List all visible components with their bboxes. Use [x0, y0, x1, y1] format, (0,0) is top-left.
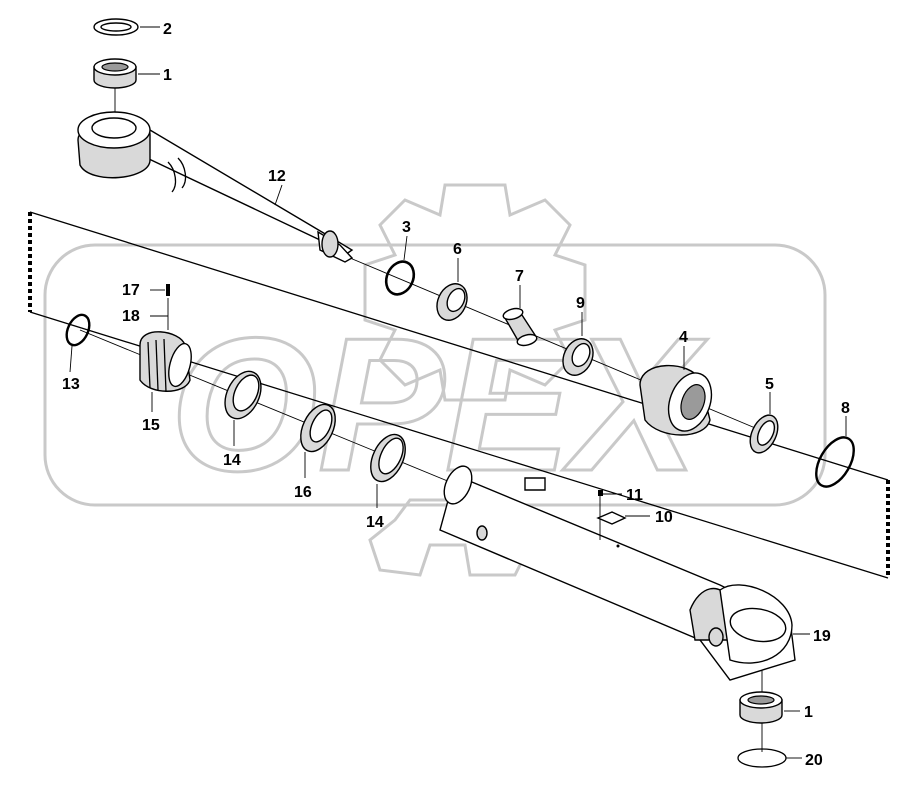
label-part-3: 3 [402, 219, 411, 236]
label-part-8: 8 [841, 400, 850, 417]
part-14-guide-ring-a [224, 370, 262, 446]
label-part-11: 11 [626, 487, 643, 504]
part-8-o-ring [815, 416, 855, 488]
label-part-2: 2 [163, 21, 172, 38]
label-part-1-top: 1 [163, 67, 172, 84]
label-part-7: 7 [515, 268, 524, 285]
part-17-18-fasteners [150, 284, 170, 330]
watermark-text: OPEX [170, 299, 708, 511]
part-10-11-fittings [596, 490, 650, 548]
label-part-17: 17 [122, 282, 140, 299]
part-14-guide-ring-b [370, 433, 406, 508]
part-4-guide-head [639, 346, 713, 436]
part-19-cylinder-barrel [439, 465, 810, 681]
label-part-16: 16 [294, 484, 312, 501]
part-6-seal [436, 258, 468, 321]
part-16-seal [300, 403, 336, 478]
part-12-piston-rod [77, 111, 354, 263]
part-2-seal-ring [93, 18, 160, 36]
label-part-13: 13 [62, 376, 80, 393]
label-part-10: 10 [655, 509, 673, 526]
label-part-20: 20 [805, 752, 823, 769]
part-20-retaining-ring [737, 748, 802, 768]
label-part-9: 9 [576, 295, 585, 312]
label-part-19: 19 [813, 628, 831, 645]
label-part-5: 5 [765, 376, 774, 393]
label-part-1-bottom: 1 [804, 704, 813, 721]
part-13-o-ring [65, 313, 91, 373]
label-part-14-a: 14 [223, 452, 241, 469]
label-part-14-b: 14 [366, 514, 384, 531]
label-part-15: 15 [142, 417, 160, 434]
upper-frame-line [29, 211, 889, 481]
watermark-gear [363, 183, 587, 402]
label-part-6: 6 [453, 241, 462, 258]
part-15-piston [139, 331, 192, 412]
label-part-12: 12 [268, 168, 286, 185]
label-part-18: 18 [122, 308, 140, 325]
part-5-seal-ring [749, 392, 779, 454]
part-3-o-ring [384, 235, 416, 296]
part-1-bushing-bottom [739, 691, 800, 724]
part-7-sleeve [502, 285, 538, 347]
callout-labels: 2 1 12 3 6 7 9 4 5 8 17 18 13 15 14 16 1… [62, 21, 850, 769]
part-1-bushing-top [93, 58, 160, 118]
watermark-frame [43, 243, 827, 507]
watermark: OPEX [43, 183, 827, 577]
label-part-4: 4 [679, 329, 688, 346]
part-9-seal [562, 312, 594, 376]
